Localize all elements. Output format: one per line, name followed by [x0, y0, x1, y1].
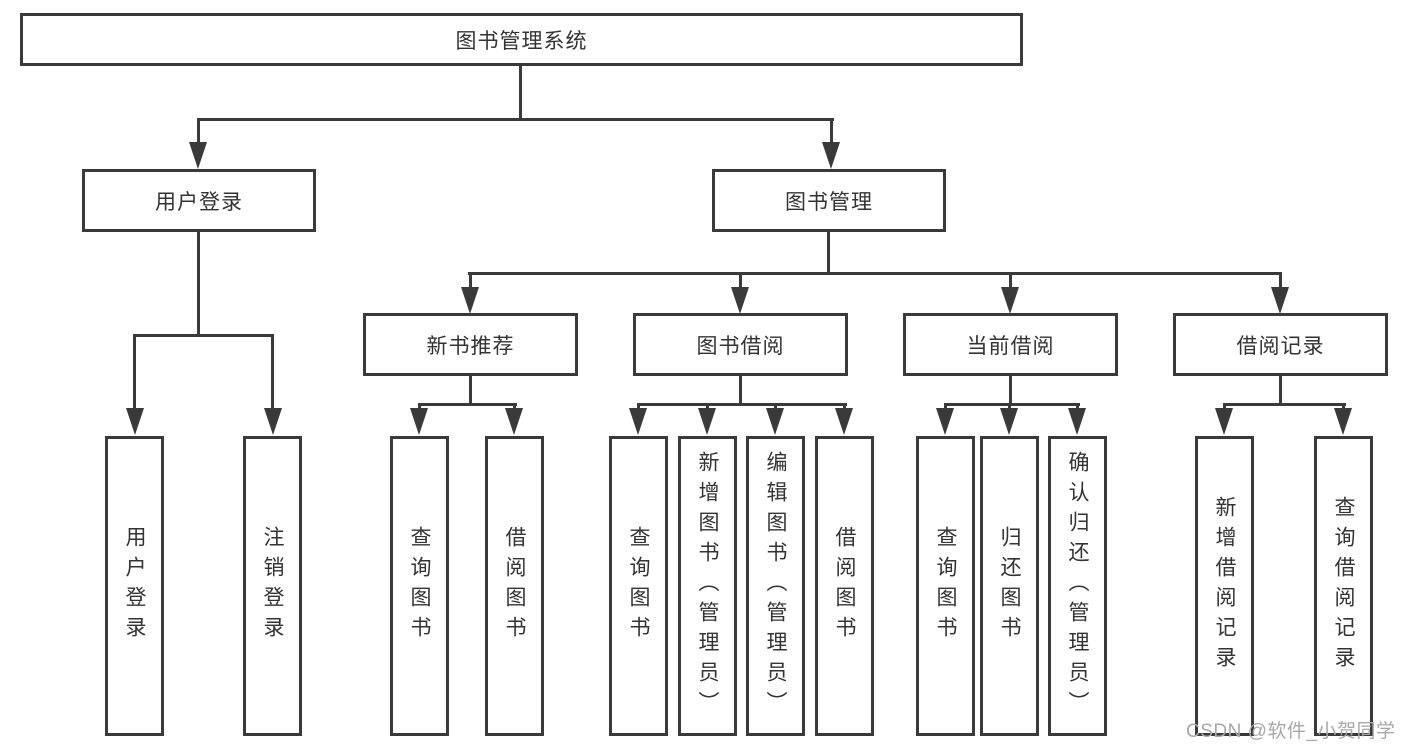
leaf-label: 注销登录	[261, 526, 284, 646]
node-new-book-recommend: 新书推荐	[363, 313, 578, 376]
csdn-watermark: CSDN @软件_小贺同学	[1186, 721, 1396, 742]
arrow-down-icon	[1334, 408, 1352, 435]
leaf-label: 借阅图书	[503, 526, 526, 646]
leaf-return-books: 归还图书	[980, 436, 1039, 736]
leaf-label: 用户登录	[123, 526, 146, 646]
leaf-label: 新增图书（管理员）	[696, 451, 719, 721]
leaf-logout: 注销登录	[243, 436, 302, 736]
leaf-query-books-recommend: 查询图书	[390, 436, 449, 736]
leaf-borrow-books: 借阅图书	[815, 436, 874, 736]
arrow-down-icon	[1001, 287, 1019, 314]
node-label: 借阅记录	[1236, 334, 1325, 358]
node-borrow-records: 借阅记录	[1173, 313, 1388, 376]
arrow-down-icon	[822, 142, 840, 169]
leaf-borrow-books-recommend: 借阅图书	[485, 436, 544, 736]
arrow-down-icon	[766, 408, 784, 435]
connector-line	[944, 403, 1080, 406]
arrow-down-icon	[189, 142, 207, 169]
node-label: 新书推荐	[426, 334, 515, 358]
arrow-down-icon	[698, 408, 716, 435]
connector-line	[418, 403, 517, 406]
connector-line	[469, 376, 472, 405]
arrow-down-icon	[461, 287, 479, 314]
node-user-login: 用户登录	[82, 169, 316, 232]
leaf-label: 借阅图书	[833, 526, 856, 646]
arrow-down-icon	[1215, 408, 1233, 435]
leaf-label: 查询借阅记录	[1332, 496, 1355, 676]
node-label: 图书管理系统	[455, 29, 588, 53]
connector-line	[197, 118, 200, 146]
leaf-label: 查询图书	[408, 526, 431, 646]
node-current-borrow: 当前借阅	[903, 313, 1118, 376]
connector-line	[1279, 376, 1282, 405]
arrow-down-icon	[505, 408, 523, 435]
leaf-add-borrow-record: 新增借阅记录	[1195, 436, 1254, 736]
arrow-down-icon	[264, 408, 282, 435]
arrow-down-icon	[835, 408, 853, 435]
leaf-user-login: 用户登录	[105, 436, 164, 736]
leaf-label: 查询图书	[627, 526, 650, 646]
node-label: 图书借阅	[696, 334, 785, 358]
arrow-down-icon	[731, 287, 749, 314]
connector-line	[739, 272, 742, 290]
leaf-confirm-return-admin: 确认归还（管理员）	[1048, 436, 1107, 736]
node-book-management: 图书管理	[712, 169, 946, 232]
connector-line	[1009, 376, 1012, 405]
leaf-label: 新增借阅记录	[1213, 496, 1236, 676]
leaf-label: 确认归还（管理员）	[1066, 451, 1089, 721]
connector-line	[830, 118, 833, 146]
leaf-label: 归还图书	[998, 526, 1021, 646]
connector-line	[197, 232, 200, 336]
arrow-down-icon	[936, 408, 954, 435]
connector-line	[468, 272, 1282, 275]
node-label: 用户登录	[155, 190, 243, 214]
connector-line	[133, 334, 274, 337]
arrow-down-icon	[410, 408, 428, 435]
node-label: 图书管理	[785, 190, 873, 214]
connector-line	[519, 66, 522, 120]
connector-line	[739, 376, 742, 405]
arrow-down-icon	[1271, 287, 1289, 314]
node-label: 当前借阅	[966, 334, 1055, 358]
leaf-edit-books-admin: 编辑图书（管理员）	[746, 436, 805, 736]
connector-line	[1279, 272, 1282, 290]
arrow-down-icon	[1068, 408, 1086, 435]
connector-line	[1009, 272, 1012, 290]
leaf-label: 编辑图书（管理员）	[764, 451, 787, 721]
node-book-borrow: 图书借阅	[633, 313, 848, 376]
arrow-down-icon	[126, 408, 144, 435]
arrow-down-icon	[1000, 408, 1018, 435]
leaf-add-books-admin: 新增图书（管理员）	[678, 436, 737, 736]
leaf-query-books-borrow: 查询图书	[609, 436, 668, 736]
leaf-query-books-current: 查询图书	[916, 436, 975, 736]
connector-line	[1223, 403, 1346, 406]
connector-line	[637, 403, 847, 406]
connector-line	[469, 272, 472, 290]
leaf-query-borrow-record: 查询借阅记录	[1314, 436, 1373, 736]
leaf-label: 查询图书	[934, 526, 957, 646]
arrow-down-icon	[629, 408, 647, 435]
connector-line	[271, 334, 274, 408]
connector-line	[133, 334, 136, 408]
connector-line	[827, 232, 830, 274]
connector-line	[197, 118, 834, 121]
node-system-root: 图书管理系统	[20, 13, 1023, 66]
